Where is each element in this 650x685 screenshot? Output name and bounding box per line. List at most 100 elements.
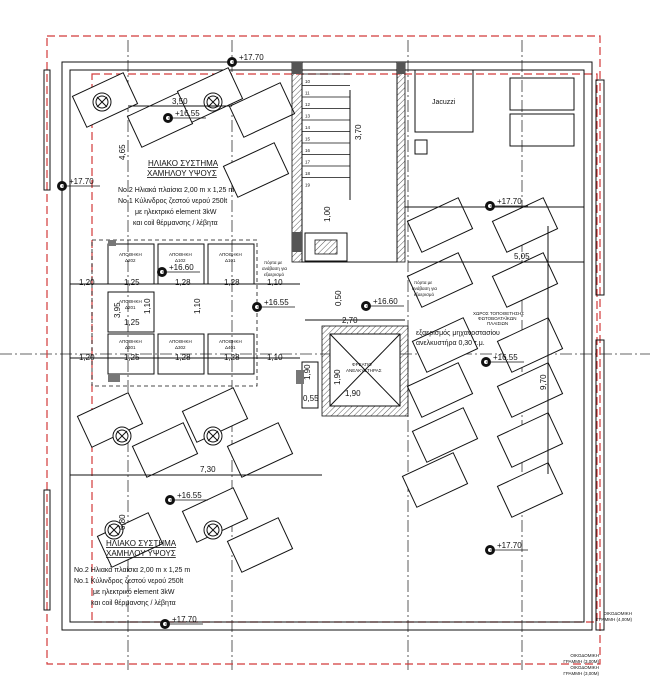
door-note-text: εξαερισμό (414, 291, 434, 297)
elevation-label: +16.55 (493, 353, 518, 362)
dimension-label: 1,25 (124, 318, 140, 327)
elevation-label: +16.55 (177, 491, 202, 500)
lift-label: ΦΡΕΑΤΙΟ (352, 362, 372, 367)
solar-panel (131, 422, 199, 478)
storage-code: Δ302 (175, 345, 186, 350)
dimension-label: 3,50 (172, 97, 188, 106)
stair-number: 16 (305, 148, 311, 153)
water-heater-icon (104, 520, 124, 540)
door-note-text: ανάβαση για (412, 285, 437, 291)
vent-note: ανελκυστήρα 0,30 τ.μ. (416, 340, 485, 347)
jacuzzi-area: Jacuzzi (405, 69, 584, 208)
building-line-label: ΓΡΑΜΜΗ (4,00Μ) (596, 617, 632, 622)
storage-room (207, 333, 255, 375)
pv-label: ΧΩΡΟΣ ΤΟΠΟΘΕΤΗΣΗΣ (473, 311, 524, 316)
pv-label: ΦΩΤΟΒΟΛΤΑΪΚΩΝ (478, 315, 517, 321)
storage-label: ΑΠΟΘΗΚΗ (169, 339, 192, 344)
elevation-markers: +17.70 +17.70 +17.70 +17.70 +17.70 +16.55 +16.… (57, 53, 528, 629)
solar-panel (411, 407, 479, 463)
elevation-marker: +17.70 (485, 197, 528, 211)
dimension-label: 1,20 (79, 353, 95, 362)
storage-room (157, 333, 205, 375)
water-heater-icon (92, 92, 112, 112)
lift-shaft: ΦΡΕΑΤΙΟ ΑΝΕΛΚΥΣΤΗΡΑΣ (296, 325, 409, 417)
solar-note-south: ΗΛΙΑΚΟ ΣΥΣΤΗΜΑ ΧΑΜΗΛΟΥ ΥΨΟΥΣ No.2 Ηλιακά… (74, 539, 190, 607)
dimension-label: 1,20 (79, 278, 95, 287)
storage-code: Δ101 (225, 258, 236, 263)
dimension-label: 1,28 (224, 353, 240, 362)
building-line-label: ΓΡΑΜΜΗ (3,00Μ) (563, 671, 599, 676)
solar-panel (76, 392, 144, 448)
dimension-label: 1,10 (193, 298, 202, 314)
stair-number: 17 (305, 160, 311, 165)
water-heater-icon (203, 520, 223, 540)
storage-code: Δ401 (225, 345, 236, 350)
dimension-label: 3,70 (354, 124, 363, 140)
solar-spec: με ηλεκτρικό element 3kW (135, 208, 217, 216)
stair-number: 13 (305, 114, 311, 119)
solar-spec: με ηλεκτρικό element 3kW (93, 588, 175, 596)
solar-panel (406, 252, 474, 308)
solar-panels (71, 67, 564, 573)
elevation-label: +16.55 (175, 109, 200, 118)
solar-title: ΗΛΙΑΚΟ ΣΥΣΤΗΜΑ (106, 539, 177, 548)
solar-panel (406, 197, 474, 253)
dimension-label: 1,90 (303, 364, 312, 380)
elevation-label: +16.55 (264, 298, 289, 307)
building-line-label: ΟΙΚΟΔΟΜΙΚΗ (603, 611, 632, 616)
door-note-text: πόρτα με (264, 259, 282, 265)
solar-panel (226, 422, 294, 478)
water-heater-icon (203, 92, 223, 112)
elevation-label: +17.70 (497, 541, 522, 550)
dimension-label: 1,28 (175, 278, 191, 287)
dimension-label: 1,10 (267, 278, 283, 287)
storage-room (107, 333, 155, 375)
solar-subtitle: ΧΑΜΗΛΟΥ ΥΨΟΥΣ (106, 549, 176, 558)
solar-panel (496, 317, 564, 373)
elevation-marker: +16.55 (165, 491, 208, 505)
dimension-label: 1,28 (224, 278, 240, 287)
dimension-label: 3,95 (113, 302, 122, 318)
dimension-label: 7,30 (200, 465, 216, 474)
water-heaters (92, 92, 223, 540)
solar-panel (496, 412, 564, 468)
building-line-label: ΓΡΑΜΜΗ (3,00Μ) (563, 659, 599, 664)
water-heater-icon (203, 426, 223, 446)
solar-panel (496, 462, 564, 518)
building-line-labels: ΟΙΚΟΔΟΜΙΚΗ ΓΡΑΜΜΗ (3,00Μ) ΟΙΚΟΔΟΜΙΚΗ ΓΡΑ… (563, 611, 632, 676)
stair-number: 10 (305, 79, 311, 84)
solar-panel (181, 387, 249, 443)
stair-number: 15 (305, 137, 311, 142)
storage-label: ΑΠΟΘΗΚΗ (169, 252, 192, 257)
solar-panel (491, 197, 559, 253)
solar-panel (226, 517, 294, 573)
water-heater-icon (112, 426, 132, 446)
dimension-label: 1,25 (124, 278, 140, 287)
dimension-label: 1,10 (267, 353, 283, 362)
jacuzzi-label: Jacuzzi (432, 99, 456, 106)
elevation-marker: +17.70 (227, 53, 270, 67)
elevation-marker: +17.70 (485, 541, 528, 555)
stair-number: 12 (305, 102, 311, 107)
solar-spec: και coil θέρμανσης / λέβητα (91, 599, 176, 607)
dimension-label: 1,10 (143, 298, 152, 314)
lift-label-2: ΑΝΕΛΚΥΣΤΗΡΑΣ (346, 368, 382, 373)
solar-spec: No.1 Κύλινδρος ζεστού νερού 250lt (118, 197, 227, 205)
storage-code: Δ201 (125, 305, 136, 310)
dimension-label: 6,80 (118, 514, 127, 530)
solar-title: ΗΛΙΑΚΟ ΣΥΣΤΗΜΑ (148, 159, 219, 168)
solar-panel (491, 252, 559, 308)
elevation-marker: +16.55 (163, 109, 206, 123)
elevation-label: +17.70 (172, 615, 197, 624)
solar-spec: και coil θέρμανσης / λέβητα (133, 219, 218, 227)
storage-code: Δ102 (175, 258, 186, 263)
solar-note-north: ΗΛΙΑΚΟ ΣΥΣΤΗΜΑ ΧΑΜΗΛΟΥ ΥΨΟΥΣ No.2 Ηλιακά… (118, 159, 234, 227)
solar-panel (401, 452, 469, 508)
building-line-label: ΟΙΚΟΔΟΜΙΚΗ (570, 665, 599, 670)
elevation-label: +17.70 (497, 197, 522, 206)
solar-panel (496, 362, 564, 418)
dimension-label: 2,70 (342, 316, 358, 325)
elevation-marker: +17.70 (57, 177, 100, 191)
solar-spec: No.1 Κύλινδρος ζεστού νερού 250lt (74, 577, 183, 585)
